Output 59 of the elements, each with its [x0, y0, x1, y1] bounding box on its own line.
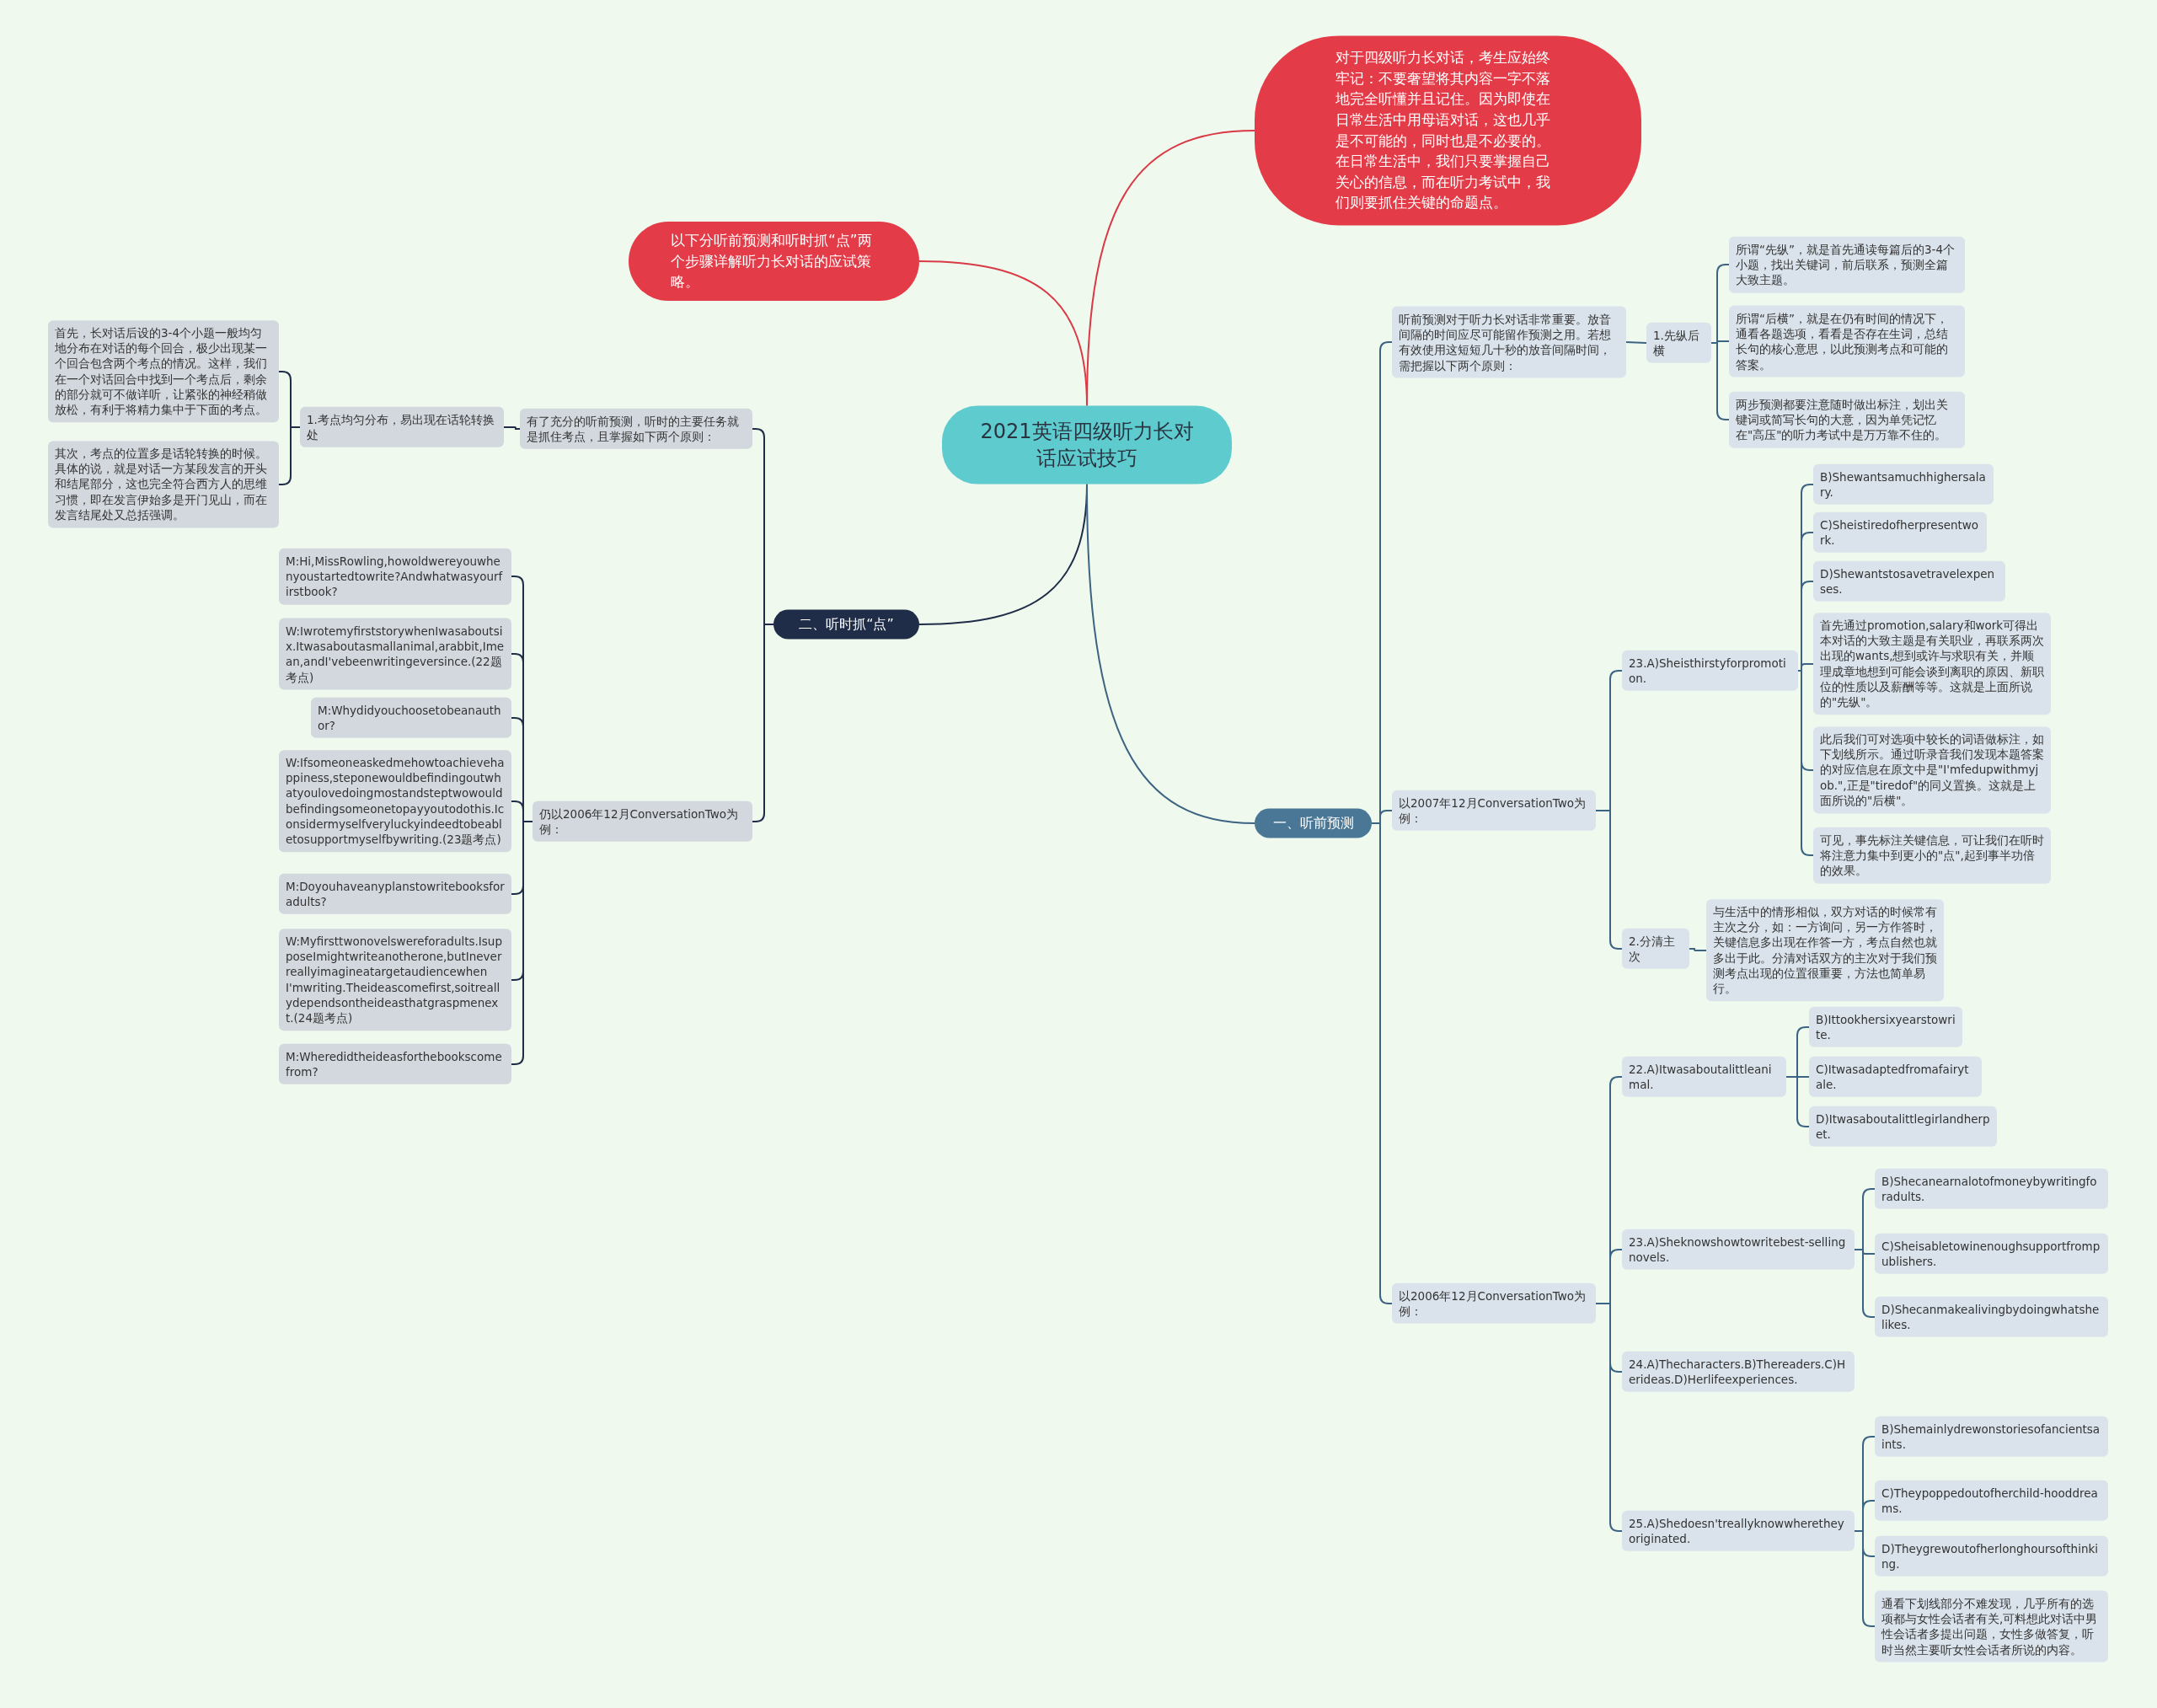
topic-box: C)Itwasadaptedfromafairytale. — [1809, 1056, 1982, 1098]
callout-bubble: 对于四级听力长对话，考生应始终牢记：不要奢望将其内容一字不落地完全听懂并且记住。因为即使在日常生活中用母语对话，这也几乎是不可能的，同时也是不必要的。在日常生活中，我们只要掌握自己关心的信息，而在听力考试中，我们则要抓住关键的命题点。 — [1255, 35, 1641, 226]
topic-box: 以2007年12月ConversationTwo为例： — [1392, 790, 1596, 832]
connector-line — [1689, 948, 1707, 951]
branch-label: 一、听前预测 — [1255, 808, 1372, 838]
connector-line — [1854, 1249, 1876, 1318]
topic-box: 24.A)Thecharacters.B)Thereaders.C)Herideas.D)Herlifeexperiences. — [1622, 1351, 1855, 1393]
topic-box: C)Sheistiredofherpresentwork. — [1813, 511, 1987, 554]
topic-box: M:Doyouhaveanyplanstowritebooksforadults? — [279, 873, 511, 915]
topic-box: 23.A)Sheisthirstyforpromotion. — [1622, 650, 1798, 692]
topic-box: D)Shecanmakealivingbydoingwhatshelikes. — [1875, 1296, 2108, 1338]
topic-box: D)Shewantstosavetravelexpenses. — [1813, 560, 2005, 602]
topic-box: 仍以2006年12月ConversationTwo为例： — [533, 800, 752, 843]
topic-box: W:Ifsomeoneaskedmehowtoachievehappiness,steponewouldbefindingoutwhatyoulovedoingmostandsteptwowouldbefindingsomeonetopayyoutodothis.Iconsidermyselfveryluckyindeedtobeabletosupportmyselfbywriting.(23题考点) — [279, 750, 511, 853]
branch-label: 二、听时抓“点” — [773, 609, 919, 640]
connector-line — [1785, 1076, 1810, 1127]
topic-box: 与生活中的情形相似，双方对话的时候常有主次之分，如：一方询问，另一方作答时，关键信息多出现在作答一方，考点自然也就多出于此。分清对话双方的主次对于我们预测考点出现的位置很重要，方法也简单易行。 — [1706, 899, 1944, 1002]
topic-box: 所谓“后横”，就是在仍有时间的情况下，通看各题选项，看看是否存在生词，总结长句的核心意思，以此预测考点和可能的答案。 — [1729, 305, 1965, 377]
topic-box: 通看下划线部分不难发现，几乎所有的选项都与女性会话者有关,可料想此对话中男性会话者多提出问题，女性多做答复，听时当然主要听女性会话者所说的内容。 — [1875, 1590, 2108, 1662]
callout-bubble: 以下分听前预测和听时抓“点”两个步骤详解听力长对话的应试策略。 — [629, 222, 919, 301]
connector-line — [1710, 342, 1730, 420]
topic-box: 首先，长对话后设的3-4个小题一般均匀地分布在对话的每个回合，极少出现某一个回合包含两个考点的情况。这样，我们在一个对话回合中找到一个考点后，剩余的部分就可不做详听，让紧张的神经稍做放松，有利于将精力集中于下面的考点。 — [48, 320, 279, 423]
connector-line — [918, 260, 1088, 407]
topic-box: 此后我们可对选项中较长的词语做标注，如下划线所示。通过听录音我们发现本题答案的对应信息在原文中是"I'mfedupwithmyjob.",正是"tiredof"的同义置换。这就是上面所说的"后横"。 — [1813, 726, 2051, 814]
topic-box: M:Whydidyouchoosetobeanauthor? — [311, 697, 511, 739]
topic-box: 其次，考点的位置多是话轮转换的时候。具体的说，就是对话一方某段发言的开头和结尾部分，这也完全符合西方人的思维习惯，即在发言伊始多是开门见山，而在发言结尾处又总括强调。 — [48, 441, 279, 528]
topic-box: 1.考点均匀分布，易出现在话轮转换处 — [300, 406, 504, 448]
topic-box: 25.A)Shedoesn'treallyknowwheretheyoriginated. — [1622, 1510, 1855, 1552]
connector-line — [1595, 1303, 1623, 1532]
connector-line — [511, 821, 533, 1065]
connector-line — [1625, 341, 1647, 344]
topic-box: M:Wheredidtheideasforthebookscomefrom? — [279, 1043, 511, 1085]
topic-box: 1.先纵后横 — [1646, 322, 1711, 364]
central-topic: 2021英语四级听力长对话应试技巧 — [942, 405, 1232, 485]
topic-box: 首先通过promotion,salary和work可得出本对话的大致主题是有关职业，再联系两次出现的wants,想到或许与求职有关，并顺理成章地想到可能会谈到离职的原因、新职位的性质以及薪酬等等。这就是上面所说的"先纵"。 — [1813, 613, 2051, 715]
connector-line — [503, 426, 521, 430]
topic-box: W:Myfirsttwonovelswereforadults.IsupposeImightwriteanotherone,butIneverreallyimagineatargetaudiencewhenI'mwriting.Theideascomefirst,soitreallydependsontheideasthatgraspmenext.(24题考点) — [279, 929, 511, 1031]
topic-box: 以2006年12月ConversationTwo为例： — [1392, 1282, 1596, 1325]
topic-box: B)Shewantsamuchhighersalary. — [1813, 463, 1994, 506]
topic-box: D)Theygrewoutofherlonghoursofthinking. — [1875, 1535, 2108, 1577]
topic-box: 两步预测都要注意随时做出标注，划出关键词或简写长句的大意，因为单凭记忆在"高压"的听力考试中是万万靠不住的。 — [1729, 391, 1965, 448]
topic-box: 可见，事先标注关键信息，可让我们在听时将注意力集中到更小的"点",起到事半功倍的效果。 — [1813, 827, 2051, 884]
topic-box: 23.A)Sheknowshowtowritebest-sellingnovels. — [1622, 1229, 1855, 1271]
topic-box: 22.A)Itwasaboutalittleanimal. — [1622, 1056, 1786, 1098]
connector-line — [1854, 1530, 1876, 1627]
topic-box: W:IwrotemyfirststorywhenIwasaboutsix.Itwasaboutasmallanimal,arabbit,Imean,andI'vebeenwritingeversince.(22题考点) — [279, 618, 511, 690]
topic-box: 有了充分的听前预测，听时的主要任务就是抓住考点，且掌握如下两个原则： — [520, 408, 752, 450]
connector-line — [1797, 670, 1814, 856]
topic-box: 听前预测对于听力长对话非常重要。放音间隔的时间应尽可能留作预测之用。若想有效使用这短短几十秒的放音间隔时间，需把握以下两个原则： — [1392, 306, 1626, 378]
topic-box: 2.分清主次 — [1622, 928, 1689, 970]
topic-box: D)Itwasaboutalittlegirlandherpet. — [1809, 1106, 1997, 1148]
topic-box: B)Ittookhersixyearstowrite. — [1809, 1006, 1962, 1048]
topic-box: B)Shemainlydrewonstoriesofancientsaints. — [1875, 1416, 2108, 1458]
topic-box: 所谓“先纵”，就是首先通读每篇后的3-4个小题，找出关键词，前后联系，预测全篇大致主题。 — [1729, 236, 1965, 293]
topic-box: C)Theypoppedoutofherchild-hooddreams. — [1875, 1480, 2108, 1522]
connector-line — [1086, 483, 1255, 824]
topic-box: C)Sheisabletowinenoughsupportfrompublishers. — [1875, 1233, 2108, 1275]
topic-box: B)Shecanearnalotofmoneybywritingforadults. — [1875, 1168, 2108, 1210]
topic-box: M:Hi,MissRowling,howoldwereyouwhenyoustartedtowrite?Andwhatwasyourfirstbook? — [279, 548, 511, 605]
